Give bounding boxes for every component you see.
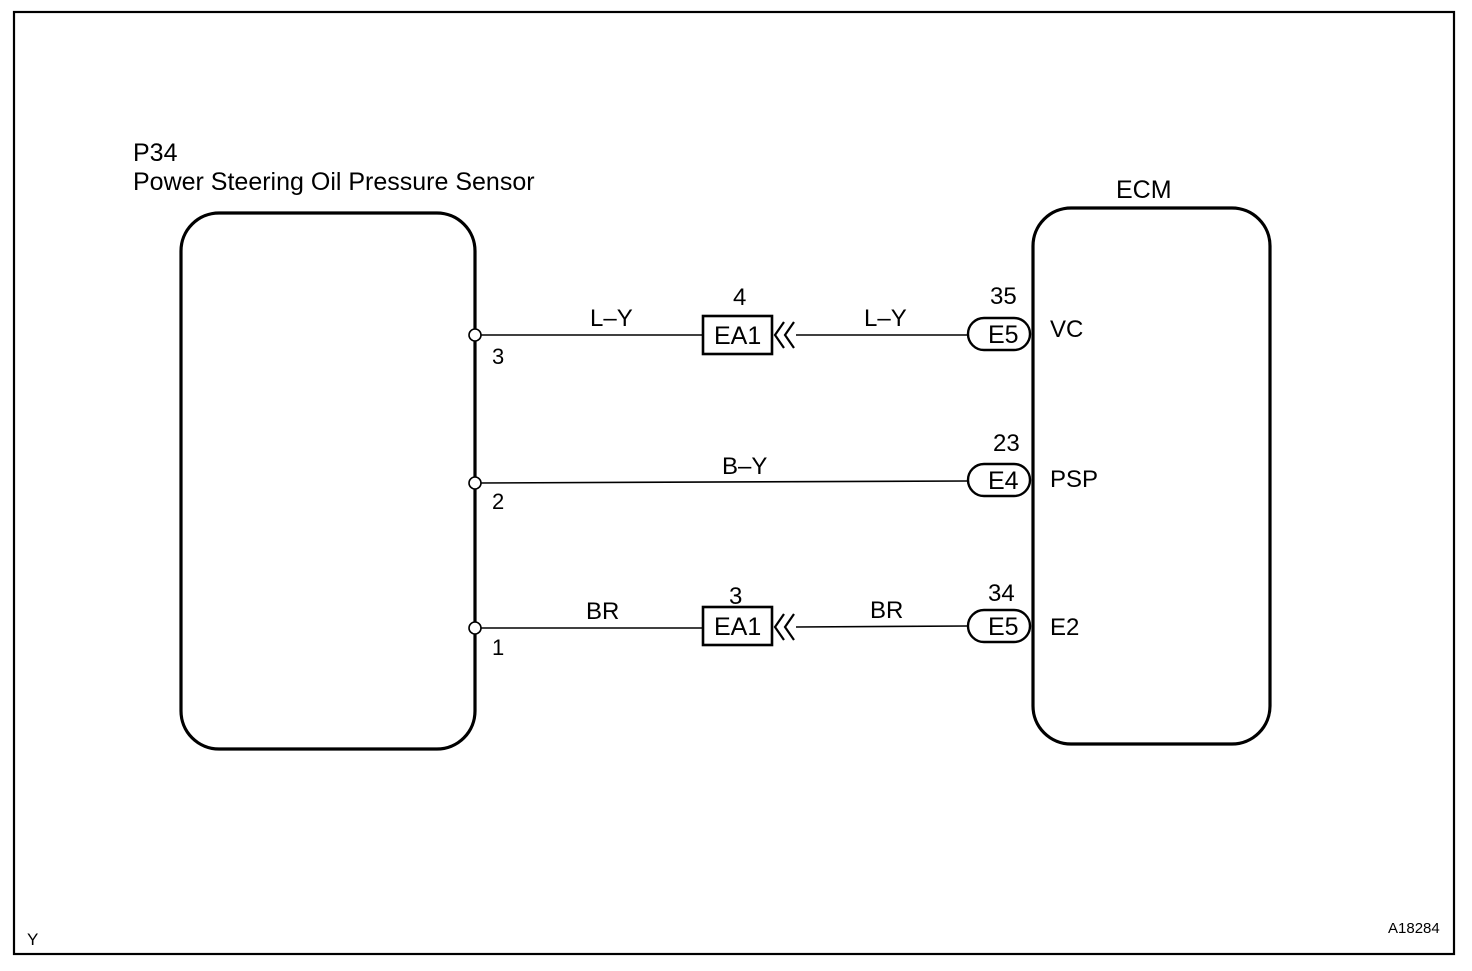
figure-id: A18284 [1388,920,1440,937]
ecm-psp-pin: 23 [993,430,1020,457]
wire-e2-left-color: BR [586,598,619,625]
junction-e2-chevron-icon [773,613,795,641]
sensor-pin-psp [468,476,482,490]
junction-e2-box [701,605,774,647]
sensor-pin-e2 [468,621,482,635]
circuit-vc: 3 L–Y L–Y 4 EA1 35 E5 VC [468,283,1083,369]
junction-vc-connector: EA1 [714,322,761,350]
ecm-vc-connector-shape [966,316,1032,352]
junction-e2-connector: EA1 [714,613,761,641]
wire-e2-right [795,625,969,628]
sensor-pin-vc-label: 3 [492,344,504,369]
sensor-pin-vc [468,328,482,342]
wire-psp [478,480,969,484]
junction-vc-chevron-icon [773,321,795,349]
circuit-e2: 1 BR BR 3 EA1 34 E5 E2 [468,580,1079,660]
ecm-vc-signal: VC [1050,316,1083,343]
junction-e2-pin: 3 [729,583,742,610]
ecm-e2-signal: E2 [1050,614,1079,641]
junction-vc-pin: 4 [733,284,746,311]
wire-vc-left-color: L–Y [590,305,633,332]
ecm-vc-pin: 35 [990,283,1017,310]
ecm-psp-signal: PSP [1050,466,1098,493]
sensor-pin-e2-label: 1 [492,635,504,660]
sensor-code: P34 [133,139,178,167]
ecm-name: ECM [1116,176,1172,204]
wire-psp-color: B–Y [722,453,767,480]
ecm-e2-connector: E5 [988,613,1019,641]
sensor-box [179,211,477,751]
sensor-pin-psp-label: 2 [492,489,504,514]
diagram-frame [12,10,1456,956]
ecm-psp-connector: E4 [988,467,1019,495]
ecm-psp-connector-shape [966,462,1032,498]
ecm-vc-connector: E5 [988,321,1019,349]
ecm-box [1031,206,1272,746]
circuit-psp: 2 B–Y 23 E4 PSP [468,430,1098,514]
wire-vc-right-color: L–Y [864,305,907,332]
ecm-e2-pin: 34 [988,580,1015,607]
wire-e2-right-color: BR [870,597,903,624]
sensor-name: Power Steering Oil Pressure Sensor [133,168,535,196]
corner-mark: Y [27,930,38,949]
junction-vc-box [701,314,774,356]
ecm-e2-connector-shape [966,608,1032,644]
